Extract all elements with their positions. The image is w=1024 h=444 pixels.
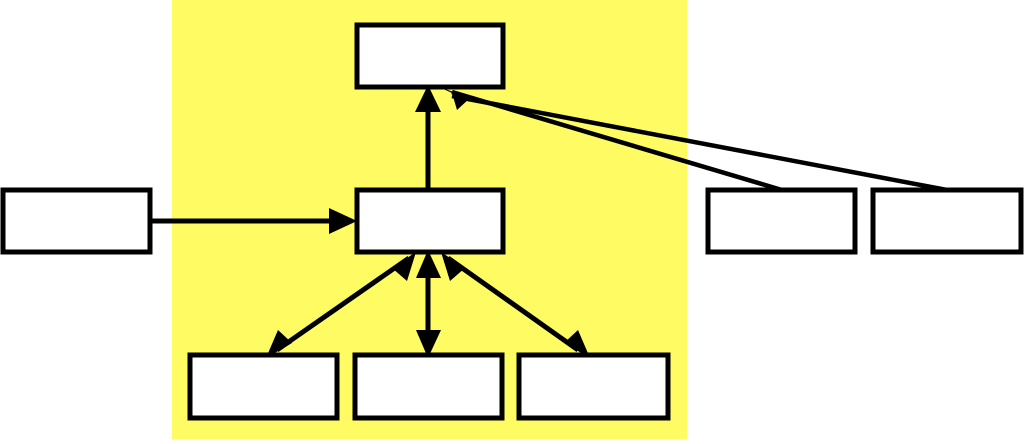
arrowhead-up <box>415 85 441 112</box>
arrowhead-right <box>329 208 357 234</box>
edge-left-to-middle <box>150 208 357 234</box>
edge-middle-to-bottom-center <box>416 250 441 358</box>
arrowhead-down <box>416 330 441 358</box>
arrowhead-down-left <box>266 330 292 358</box>
edge-middle-to-top <box>415 85 441 192</box>
node-bottom-right[interactable] <box>516 352 671 421</box>
node-left-outside[interactable] <box>0 187 153 255</box>
edge-middle-to-bottom-right <box>441 252 590 358</box>
arrowhead-up <box>416 250 441 278</box>
node-top-center[interactable] <box>354 22 506 90</box>
arrowhead-down-right <box>564 330 590 358</box>
arrowhead-up-left <box>441 252 465 281</box>
node-right-one[interactable] <box>705 187 858 255</box>
arrowhead-up-left-shared <box>437 86 470 110</box>
node-bottom-center[interactable] <box>352 352 505 421</box>
edge-right-two-to-top <box>451 93 948 193</box>
arrowhead-up-right <box>392 252 416 281</box>
node-right-two[interactable] <box>870 187 1024 255</box>
node-middle-center[interactable] <box>354 187 506 255</box>
edge-middle-to-bottom-left <box>266 252 416 358</box>
node-bottom-left[interactable] <box>187 352 340 421</box>
